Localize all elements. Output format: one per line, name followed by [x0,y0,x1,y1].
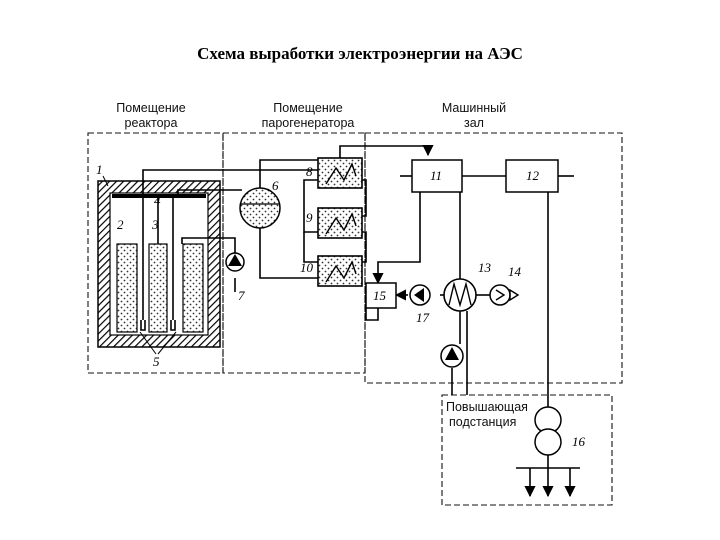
turbine-hall-label-2: зал [464,116,484,130]
transformer-16 [534,406,562,456]
pump-17 [409,284,431,306]
steam-generator-room-label-1: Помещение [273,101,342,115]
label-2: 2 [117,217,124,232]
label-7: 7 [238,288,245,303]
label-15: 15 [373,288,387,303]
label-13: 13 [478,260,492,275]
label-17: 17 [416,310,430,325]
pump-7 [225,248,245,272]
generator-12 [505,159,559,193]
component-numbers: 1 2 3 4 5 6 7 8 9 10 11 12 13 14 15 16 1… [96,162,586,449]
ejector-14 [489,284,520,306]
condenser-13 [443,278,477,312]
steam-separator [239,187,281,229]
label-1: 1 [96,162,103,177]
label-12: 12 [526,168,540,183]
label-8: 8 [306,164,313,179]
substation-label-1: Повышающая [446,400,528,414]
turbine-11 [411,159,463,193]
turbine-hall-label-1: Машинный [442,101,506,115]
room-labels: Помещение реактора Помещение парогенерат… [116,101,528,429]
page-title: Схема выработки электроэнергии на АЭС [197,44,523,63]
label-4: 4 [154,193,161,208]
room-boundaries [87,132,623,506]
label-3: 3 [151,217,159,232]
cooling-pump [440,344,464,368]
reactor-room-label-2: реактора [125,116,178,130]
fuel-assembly-2 [116,243,138,333]
label-5: 5 [153,354,160,369]
heater-15 [365,282,397,309]
label-16: 16 [572,434,586,449]
label-9: 9 [306,210,313,225]
fuel-assembly [182,243,204,333]
substation-label-2: подстанция [449,415,516,429]
label-10: 10 [300,260,314,275]
label-6: 6 [272,178,279,193]
fuel-assembly-3 [148,243,168,333]
reactor-room-label-1: Помещение [116,101,185,115]
steam-generator-room-label-2: парогенератора [262,116,355,130]
label-14: 14 [508,264,522,279]
steam-generator-sections [317,157,363,287]
label-11: 11 [430,168,442,183]
reactor [97,180,221,348]
